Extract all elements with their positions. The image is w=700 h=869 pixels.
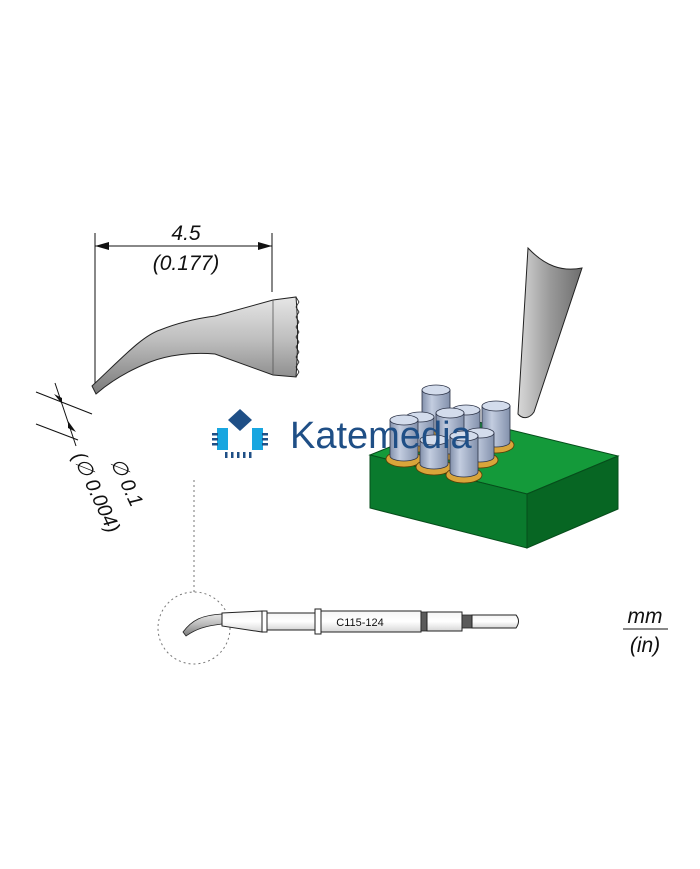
component-top: [389, 414, 419, 426]
component-top: [419, 434, 449, 446]
component-cylinder: [415, 434, 453, 476]
tip-profile-icon: [91, 296, 300, 395]
brand-name: Katemedia: [290, 415, 473, 457]
component-body: [449, 435, 479, 478]
katemedia-logo-icon: [212, 409, 268, 458]
component-top: [435, 407, 465, 419]
units-mm-label: mm: [628, 605, 663, 628]
part-number-label: C115-124: [336, 617, 384, 629]
units-legend: mm (in): [623, 605, 668, 657]
component-top: [449, 430, 479, 442]
component-top: [481, 400, 511, 412]
pcb-with-components-icon: [368, 246, 620, 549]
units-in-label: (in): [630, 634, 660, 657]
component-cylinder: [445, 430, 483, 484]
katemedia-watermark: Katemedia: [212, 409, 473, 458]
full-tip-drawing: C115-124: [157, 591, 519, 665]
component-top: [421, 384, 451, 396]
component-cylinder: [385, 414, 423, 468]
component-body: [389, 419, 419, 462]
length-in-label: (0.177): [153, 252, 220, 275]
length-mm-label: 4.5: [171, 222, 201, 245]
component-body: [419, 439, 449, 470]
detail-circle: [157, 591, 231, 665]
tip-diameter-dimension: ∅ 0.1 (∅ 0.004): [35, 382, 147, 536]
length-dimension: 4.5 (0.177): [94, 222, 273, 392]
